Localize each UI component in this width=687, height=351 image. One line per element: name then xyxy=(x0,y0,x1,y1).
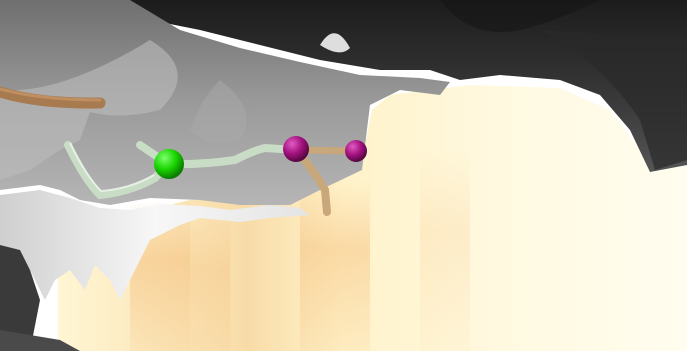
green-atom xyxy=(154,149,184,179)
cream-surface xyxy=(58,85,687,351)
magenta-atom-2 xyxy=(345,140,367,162)
dark-surface xyxy=(120,0,687,172)
brown-tube xyxy=(0,86,106,109)
magenta-atom-1 xyxy=(283,136,309,162)
white-surface xyxy=(0,190,310,351)
